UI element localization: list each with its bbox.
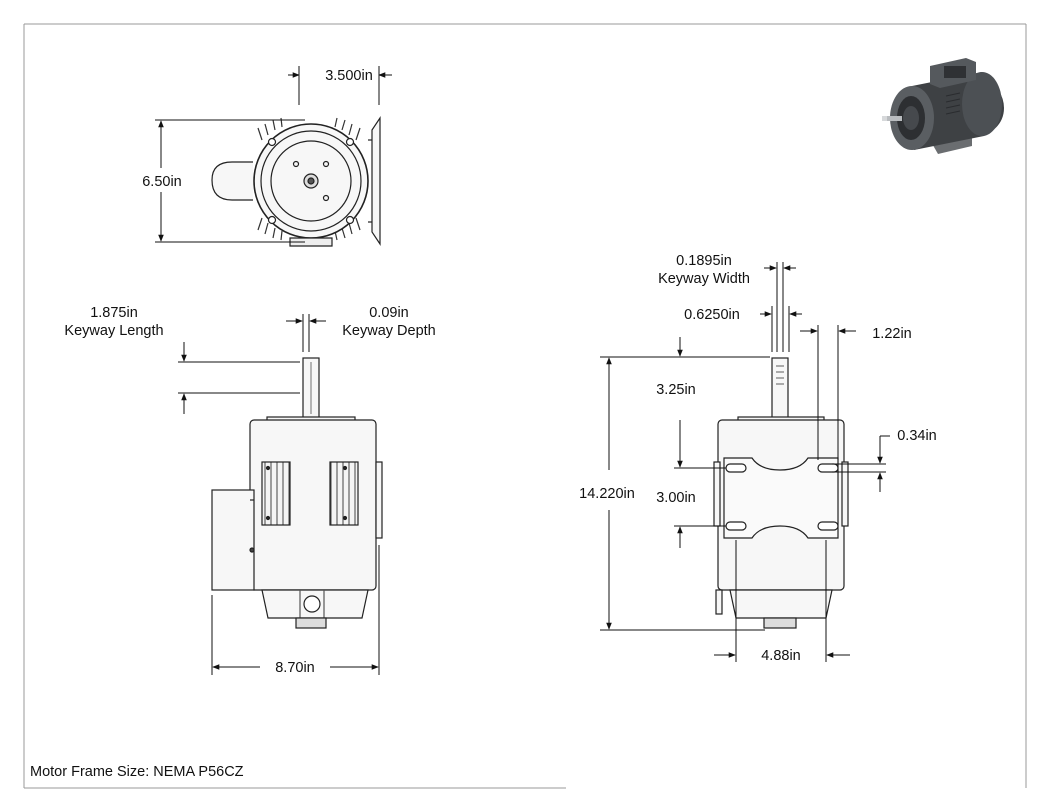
dim-label-hole-spacing: 3.00in <box>656 490 696 506</box>
dim-label-front-height: 6.50in <box>142 174 182 190</box>
dim-front-width <box>288 66 392 105</box>
dim-keyway-width <box>764 262 796 352</box>
cooling-fins-bottom <box>257 217 361 241</box>
dim-label-overall-length: 8.70in <box>275 660 315 676</box>
dim-label-keyway-width-value: 0.1895in <box>676 253 732 269</box>
dim-label-keyway-length-value: 1.875in <box>90 305 138 321</box>
dim-label-keyway-depth-value: 0.09in <box>369 305 409 321</box>
sheet-border <box>23 23 1027 789</box>
dim-label-keyway-width-text: Keyway Width <box>658 271 750 287</box>
dim-mount-offset <box>800 325 856 460</box>
cooling-fins-top <box>257 117 361 141</box>
side-view <box>211 357 383 629</box>
motor-frame-size-label: Motor Frame Size: NEMA P56CZ <box>30 764 244 780</box>
dim-hole-spacing <box>674 420 726 548</box>
dim-shaft-diameter <box>760 306 802 352</box>
dim-base-width <box>714 540 850 662</box>
dim-label-keyway-length-text: Keyway Length <box>64 323 163 339</box>
dim-label-overall-height: 14.220in <box>579 486 635 502</box>
dim-keyway-depth <box>286 314 326 352</box>
dim-label-base-width: 4.88in <box>761 648 801 664</box>
dim-label-shaft-extension: 3.25in <box>656 382 696 398</box>
dim-label-mount-offset: 1.22in <box>872 326 912 342</box>
dim-front-height <box>155 119 305 243</box>
dim-label-shaft-diameter: 0.6250in <box>684 307 740 323</box>
dim-label-slot-width: 0.34in <box>897 428 937 444</box>
dim-label-front-width: 3.500in <box>325 68 373 84</box>
dim-keyway-length <box>178 342 300 414</box>
dim-label-keyway-depth-text: Keyway Depth <box>342 323 436 339</box>
bottom-view <box>713 357 849 629</box>
dim-slot-width <box>832 435 890 492</box>
motor-isometric-render <box>882 58 1004 154</box>
dim-overall-length <box>211 545 380 675</box>
dim-overall-height <box>600 356 770 631</box>
front-view <box>211 116 381 247</box>
